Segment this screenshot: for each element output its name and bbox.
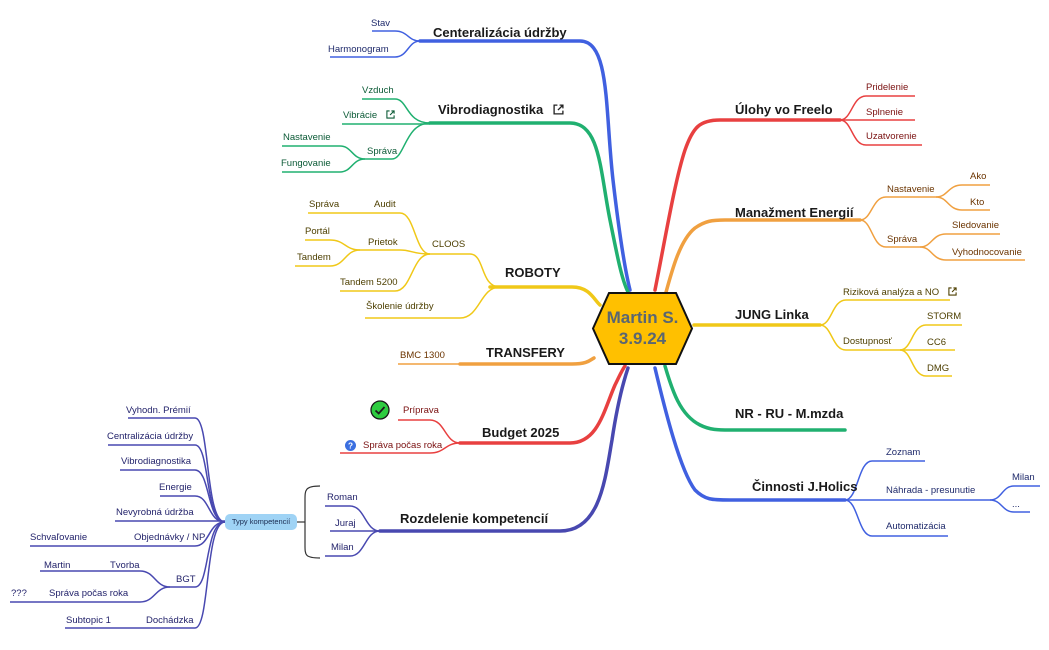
subtopic-dostupnost[interactable]: Dostupnosť [843,336,892,347]
topic-cinnosti[interactable]: Činnosti J.Holics [752,479,858,494]
subtopic-skolenie[interactable]: Školenie údržby [366,301,434,312]
subtopic-milan-left[interactable]: Milan [331,542,354,553]
subtopic-zoznam[interactable]: Zoznam [886,447,921,458]
subtopic-splnenie[interactable]: Splnenie [866,107,903,118]
external-link-icon[interactable] [386,110,395,119]
subtopic-stav[interactable]: Stav [371,18,391,29]
subtopic-automatizacia[interactable]: Automatizácia [886,521,946,532]
hexagon-shape [591,292,694,365]
topic-ulohy[interactable]: Úlohy vo Freelo [735,102,833,117]
subtopic-juraj[interactable]: Juraj [335,518,356,529]
checkmark-icon [370,400,390,420]
topic-budget[interactable]: Budget 2025 [482,425,560,440]
subtopic-vibrodiagnostika[interactable]: Vibrodiagnostika [121,456,192,467]
typy-kompetencii-badge[interactable]: Typy kompetencií [225,514,297,530]
subtopic-prietok[interactable]: Prietok [368,237,398,248]
subtopic-ako[interactable]: Ako [970,171,987,182]
topic-energie[interactable]: Manažment Energií [735,205,854,220]
subtopic-vyhodn-premii[interactable]: Vyhodn. Prémií [126,405,191,416]
subtopic-martin[interactable]: Martin [44,560,71,571]
connector-energie [663,218,862,298]
subtopic-centralizacia-udrzby[interactable]: Centralizácia údržby [107,431,194,442]
subtopic-portal[interactable]: Portál [305,226,330,237]
subtopic-pridelenie[interactable]: Pridelenie [866,82,909,93]
connector-vibro [428,121,630,294]
topic-vibrodiagnostika[interactable]: Vibrodiagnostika [438,103,564,116]
connector-nr [663,364,847,432]
central-topic[interactable]: Martin S. 3.9.24 [591,291,694,366]
topic-transfery[interactable]: TRANSFERY [486,345,565,360]
topic-nr-ru-mzda[interactable]: NR - RU - M.mzda [735,406,844,421]
external-link-icon[interactable] [553,104,564,115]
connector-cinnosti [653,366,847,502]
subtopic-schvalovanie[interactable]: Schvaľovanie [30,532,88,543]
topic-rozdelenie[interactable]: Rozdelenie kompetencií [400,511,549,526]
subtopic-fungovanie[interactable]: Fungovanie [281,158,331,169]
subtopic-vibracie-label: Vibrácie [343,110,378,121]
topic-jung[interactable]: JUNG Linka [735,307,809,322]
connector-transfery [458,356,596,366]
question-icon: ? [345,440,356,451]
subtopic-nastavenie[interactable]: Nastavenie [283,132,331,143]
subtopic-uzatvorenie[interactable]: Uzatvorenie [866,131,917,142]
subtopic-nevyrobna-udrzba[interactable]: Nevyrobná údržba [116,507,194,518]
subtopic-sledovanie[interactable]: Sledovanie [952,220,1000,231]
connector-roboty [488,285,602,307]
connector-ulohy [653,118,842,292]
subtopic-rizikova-label: Riziková analýza a NO [843,287,940,298]
subtopic-rizikova[interactable]: Riziková analýza a NO [843,287,957,298]
subtopic-energie[interactable]: Energie [159,482,192,493]
subtopic-tandem[interactable]: Tandem [297,252,331,263]
subtopic-vibracie[interactable]: Vibrácie [343,110,395,121]
subtopic-sprava-roka[interactable]: Správa počas roka [49,588,129,599]
subtopic-qqq[interactable]: ??? [11,588,27,599]
subtopic-vyhodnocovanie[interactable]: Vyhodnocovanie [952,247,1022,258]
subtopic-roman[interactable]: Roman [327,492,358,503]
subtopic-vzduch[interactable]: Vzduch [362,85,394,96]
central-topic-date: 3.9.24 [618,329,667,348]
subtopic-objednavky[interactable]: Objednávky / NP [134,532,206,543]
subtopic-nahrada[interactable]: Náhrada - presunutie [886,485,976,496]
subtopic-subtopic-1[interactable]: Subtopic 1 [66,615,111,626]
external-link-icon[interactable] [948,287,957,296]
subtopic-milan-right[interactable]: Milan [1012,472,1035,483]
subtopic-sprava-audit[interactable]: Správa [309,199,340,210]
subtopic-dmg[interactable]: DMG [927,363,950,374]
svg-text:?: ? [348,441,353,450]
topic-vibrodiagnostika-label: Vibrodiagnostika [438,102,544,117]
subtopic-sprava-energie[interactable]: Správa [887,234,918,245]
subtopic-tandem-5200[interactable]: Tandem 5200 [340,277,398,288]
connector-rozdelenie [378,366,630,533]
subtopic-kto[interactable]: Kto [970,197,985,208]
subtopic-ellipsis[interactable]: ... [1012,499,1020,510]
subtopic-tvorba[interactable]: Tvorba [110,560,140,571]
subtopic-harmonogram[interactable]: Harmonogram [328,44,389,55]
subtopic-sprava-vibro[interactable]: Správa [367,146,398,157]
subtopic-storm[interactable]: STORM [927,311,962,322]
connector-centralizacia [418,39,632,292]
subtopic-bmc-1300[interactable]: BMC 1300 [400,350,445,361]
topic-centralizacia[interactable]: Centeralizácia údržby [433,25,567,40]
subtopic-audit[interactable]: Audit [374,199,396,210]
subtopic-sprava-pocas-roka[interactable]: Správa počas roka [363,440,443,451]
subtopic-cc6[interactable]: CC6 [927,337,947,348]
subtopic-bgt[interactable]: BGT [176,574,196,585]
subtopic-priprava[interactable]: Príprava [403,405,439,416]
connector-budget [458,364,627,445]
central-topic-name: Martin S. [606,308,679,327]
subtopic-cloos[interactable]: CLOOS [432,239,466,250]
subtopic-dochadzka[interactable]: Dochádzka [146,615,194,626]
topic-roboty[interactable]: ROBOTY [505,265,561,280]
subtopic-nastavenie-energie[interactable]: Nastavenie [887,184,935,195]
